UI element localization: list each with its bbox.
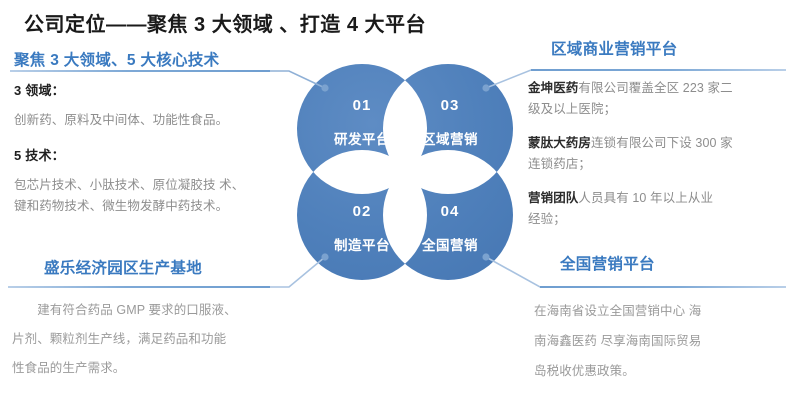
text-team-line2: 经验； (528, 212, 566, 226)
heading-production-base-underline (8, 286, 270, 288)
label-five-techs: 5 技术： (14, 148, 65, 163)
text-team-rest: 人员具有 10 年以上从业 (578, 191, 714, 205)
text-jinkun-line2: 级及以上医院； (528, 102, 617, 116)
text-five-techs-line1: 包芯片技术、小肽技术、原位凝胶技 术、 (14, 178, 245, 192)
heading-focus-areas-underline (10, 70, 270, 72)
text-jinkun-bold: 金坤医药 (528, 81, 579, 95)
text-production-base-line1: 建有符合药品 GMP 要求的口服液、 (12, 303, 237, 317)
venn-petal-04[interactable]: 04 全国营销 (295, 62, 515, 282)
text-mengtai-rest: 连锁有限公司下设 300 家 (591, 136, 733, 150)
text-five-techs-line2: 键和药物技术、微生物发酵中药技术。 (14, 199, 229, 213)
heading-regional-marketing-underline (531, 69, 786, 71)
text-national-line3: 岛税收优惠政策。 (534, 364, 635, 378)
heading-national-marketing-underline (540, 286, 786, 288)
text-mengtai-bold: 蒙肽大药房 (528, 136, 592, 150)
venn-diagram: 01 研发平台 03 区域营销 02 制造平台 04 全国营销 (295, 62, 515, 282)
text-jinkun-rest: 有限公司覆盖全区 223 家二 (578, 81, 733, 95)
text-national-line2: 南海鑫医药 尽享海南国际贸易 (534, 334, 702, 348)
page-title: 公司定位——聚焦 3 大领域 、打造 4 大平台 (24, 14, 427, 36)
text-mengtai-line1: 蒙肽大药房连锁有限公司下设 300 家 (528, 133, 733, 154)
text-three-areas: 创新药、原料及中间体、功能性食品。 (14, 113, 229, 127)
text-production-base-line2: 片剂、颗粒剂生产线，满足药品和功能 (12, 332, 227, 346)
heading-regional-marketing: 区域商业营销平台 (551, 41, 678, 58)
venn-petal-04-label: 全国营销 (421, 237, 478, 253)
text-team-line1: 营销团队人员具有 10 年以上从业 (528, 188, 713, 209)
heading-production-base: 盛乐经济园区生产基地 (44, 260, 203, 277)
heading-focus-areas: 聚焦 3 大领域、5 大核心技术 (14, 52, 220, 69)
heading-national-marketing: 全国营销平台 (560, 256, 655, 273)
venn-petal-04-number: 04 (441, 203, 460, 220)
text-production-base-line3: 性食品的生产需求。 (12, 361, 126, 375)
text-national-line1: 在海南省设立全国营销中心 海 (534, 304, 702, 318)
text-jinkun-line1: 金坤医药有限公司覆盖全区 223 家二 (528, 78, 733, 99)
text-team-bold: 营销团队 (528, 191, 579, 205)
label-three-areas: 3 领域： (14, 83, 65, 98)
text-mengtai-line2: 连锁药店； (528, 157, 592, 171)
